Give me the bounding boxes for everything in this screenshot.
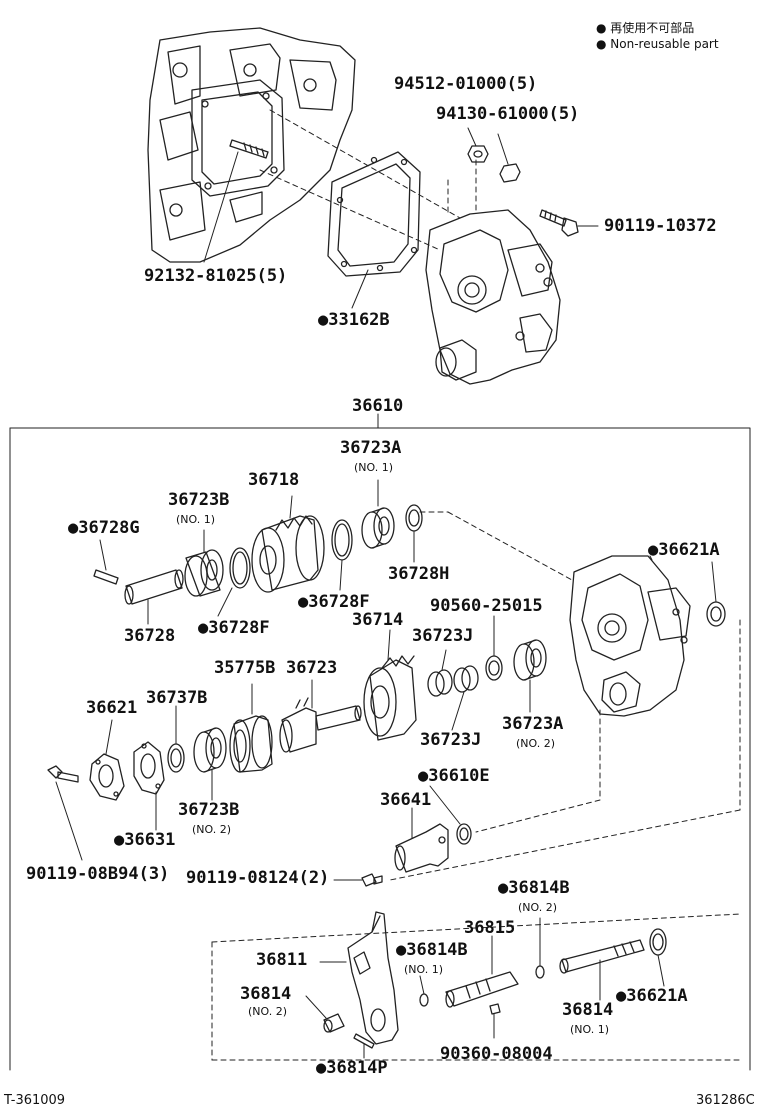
label-36723[interactable]: 36723	[286, 658, 338, 678]
label-36723j-top[interactable]: 36723J	[412, 626, 474, 646]
bolt-90119-08124	[333, 873, 383, 887]
bracket-36641	[394, 807, 449, 873]
pin-36814p	[353, 1033, 375, 1059]
shaft-36723	[279, 679, 362, 753]
label-36814b-no2[interactable]: ●36814B	[498, 878, 570, 898]
label-36811[interactable]: 36811	[256, 950, 308, 970]
label-36814b-no1[interactable]: ●36814B	[396, 940, 468, 960]
shaft-36814-no1	[559, 939, 645, 1001]
label-90560-25015[interactable]: 90560-25015	[430, 596, 543, 616]
head-36814-no2	[305, 995, 345, 1033]
sleeve-35775b	[229, 683, 273, 773]
label-36621[interactable]: 36621	[86, 698, 138, 718]
label-36723b-no2-qualifier: (NO. 2)	[192, 823, 232, 836]
label-36718[interactable]: 36718	[248, 470, 300, 490]
label-36815[interactable]: 36815	[464, 918, 516, 938]
nut-washer-top	[467, 127, 521, 183]
shift-fork-36811	[319, 911, 399, 1045]
label-36610[interactable]: 36610	[352, 396, 404, 416]
label-36737b[interactable]: 36737B	[146, 688, 208, 708]
label-36728h[interactable]: 36728H	[388, 564, 450, 584]
label-36723a-no1-qualifier: (NO. 1)	[354, 461, 394, 474]
label-36631[interactable]: ●36631	[114, 830, 176, 850]
label-35775b[interactable]: 35775B	[214, 658, 276, 678]
figure-code-left: T-361009	[4, 1093, 66, 1108]
label-36814-no1[interactable]: 36814	[562, 1000, 614, 1020]
label-36728g[interactable]: ●36728G	[68, 518, 140, 538]
needle-bearing-36723j-b	[451, 665, 479, 731]
pin-36728g	[93, 539, 119, 585]
ring-36814b-no2	[535, 917, 545, 979]
label-36723a-no2-qualifier: (NO. 2)	[516, 737, 556, 750]
label-90119-08b94[interactable]: 90119-08B94(3)	[26, 864, 170, 884]
extension-housing-top	[425, 209, 561, 385]
alignment-lines-top	[259, 109, 477, 251]
retainer-36621	[89, 719, 125, 801]
label-33162b[interactable]: ●33162B	[318, 310, 390, 330]
label-36814b-no2-qualifier: (NO. 2)	[518, 901, 558, 914]
label-36723b-no2[interactable]: 36723B	[178, 800, 240, 820]
legend-japanese: ● 再使用不可部品	[596, 21, 695, 35]
bearing-36723b-no1	[184, 529, 224, 597]
label-36610e[interactable]: ●36610E	[418, 766, 490, 786]
needle-bearing-36723j-a	[427, 649, 453, 697]
label-36814-no2-qualifier: (NO. 2)	[248, 1005, 288, 1018]
seal-36621a-bottom	[649, 928, 667, 987]
label-94130-61000[interactable]: 94130-61000(5)	[436, 104, 580, 124]
legend-non-reusable: ● Non-reusable part	[596, 37, 719, 51]
label-36814-no2[interactable]: 36814	[240, 984, 292, 1004]
label-36714[interactable]: 36714	[352, 610, 404, 630]
washer-36737b	[167, 705, 185, 773]
label-36723j-bottom[interactable]: 36723J	[420, 730, 482, 750]
shaft-36728	[124, 569, 184, 625]
bearing-36723a-no1	[361, 479, 395, 549]
label-36723a-no2[interactable]: 36723A	[502, 714, 564, 734]
plate-36631	[133, 741, 165, 831]
bearing-36723a-no2	[513, 639, 547, 713]
shaft-36815	[445, 935, 519, 1008]
transmission-case-illustration	[147, 27, 356, 263]
label-36728f-left[interactable]: ●36728F	[198, 618, 270, 638]
assembly-bracket-36610	[9, 413, 751, 1071]
bearing-36723b-no2	[193, 727, 227, 801]
snap-ring-36728f-mid	[331, 519, 353, 591]
label-36641[interactable]: 36641	[380, 790, 432, 810]
label-94512-01000[interactable]: 94512-01000(5)	[394, 74, 538, 94]
figure-code-right: 361286C	[696, 1093, 755, 1108]
label-36814p[interactable]: ●36814P	[316, 1058, 388, 1078]
bolt-90119-08b94	[47, 765, 83, 861]
label-90119-08124[interactable]: 90119-08124(2)	[186, 868, 330, 888]
washer-36728h	[405, 504, 423, 563]
label-36723b-no1-qualifier: (NO. 1)	[176, 513, 216, 526]
label-90360-08004[interactable]: 90360-08004	[440, 1044, 553, 1064]
extension-housing-assembly	[569, 555, 691, 717]
label-90119-10372[interactable]: 90119-10372	[604, 216, 717, 236]
alignment-lines-assembly	[211, 511, 741, 1061]
label-36728[interactable]: 36728	[124, 626, 176, 646]
gear-36714	[363, 629, 417, 741]
label-36723a-no1[interactable]: 36723A	[340, 438, 402, 458]
label-92132-81025[interactable]: 92132-81025(5)	[144, 266, 288, 286]
label-36621a-bottom[interactable]: ●36621A	[616, 986, 688, 1006]
bolt-90119-10372	[539, 209, 599, 237]
oring-36610e	[429, 785, 472, 845]
ring-36814b-no1	[419, 975, 429, 1007]
label-36723b-no1[interactable]: 36723B	[168, 490, 230, 510]
snap-ring-36728f-left	[217, 547, 251, 617]
plug-90360-08004	[489, 1003, 501, 1039]
gear-36718	[251, 495, 325, 593]
label-36814b-no1-qualifier: (NO. 1)	[404, 963, 444, 976]
label-36621a-right[interactable]: ●36621A	[648, 540, 720, 560]
washer-90560-25015	[485, 615, 503, 681]
label-36814-no1-qualifier: (NO. 1)	[570, 1023, 610, 1036]
label-36728f-mid[interactable]: ●36728F	[298, 592, 370, 612]
seal-36621a-right	[706, 561, 726, 627]
gasket-33162b	[327, 151, 421, 309]
